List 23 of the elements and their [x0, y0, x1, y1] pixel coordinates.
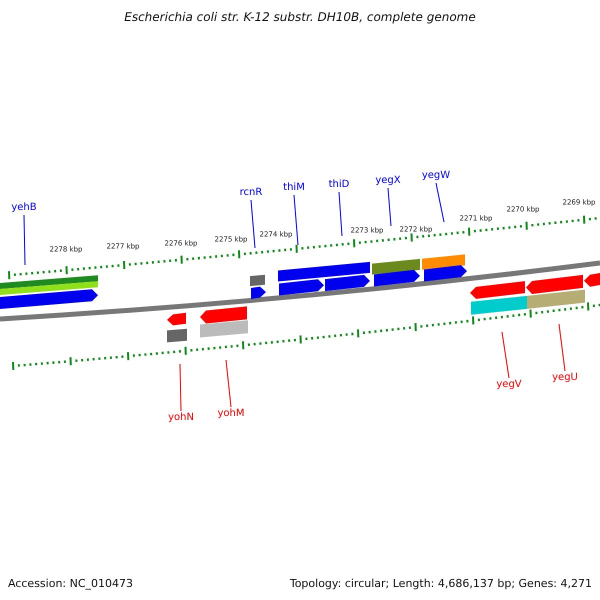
accession-label: Accession: NC_010473 — [8, 577, 134, 590]
leader-line — [436, 182, 444, 222]
gene-name: rcnR — [240, 186, 262, 200]
gene-name: yehB — [11, 201, 37, 215]
gene-name: yegV — [496, 378, 522, 392]
gene-name: yohN — [168, 411, 194, 425]
gene-name: yegX — [375, 174, 401, 188]
leader-line — [388, 188, 392, 226]
gene-name: yegU — [552, 371, 578, 385]
leader-line — [294, 194, 298, 246]
gene-name: yegW — [422, 169, 450, 183]
gene-name: thiD — [328, 178, 350, 192]
leader-line — [180, 364, 182, 412]
genome-title: Escherichia coli str. K-12 substr. DH10B, complete genome — [123, 10, 477, 24]
leader-line — [338, 192, 342, 236]
gene-name: thiM — [283, 181, 305, 195]
leader-line — [250, 200, 256, 248]
leader-line — [502, 332, 510, 378]
leader-line — [24, 214, 26, 266]
leader-line — [558, 324, 566, 372]
leader-line — [226, 360, 232, 408]
gene-name: yohM — [218, 407, 244, 421]
genome-stats: Topology: circular; Length: 4,686,137 bp; Genes: 4,271 — [290, 577, 592, 590]
